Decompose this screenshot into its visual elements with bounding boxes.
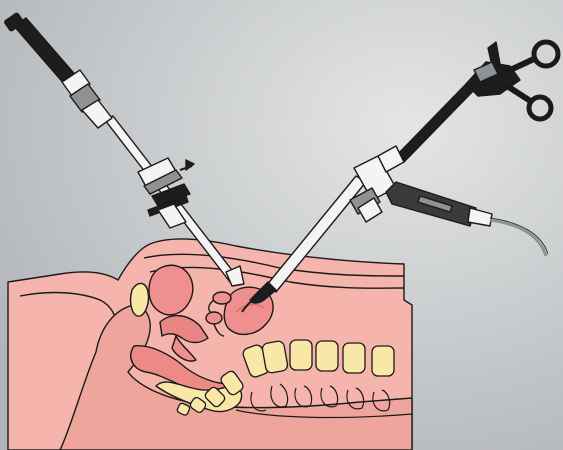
vertebra-2 [262, 340, 289, 373]
vertebra-6 [372, 346, 394, 376]
vertebra-4 [316, 341, 338, 371]
bladder [149, 265, 193, 314]
vertebra-5 [343, 343, 365, 373]
pubic-bone [131, 283, 149, 316]
ovary [206, 312, 222, 324]
ovary-top [213, 292, 231, 304]
vertebra-3 [290, 340, 312, 370]
